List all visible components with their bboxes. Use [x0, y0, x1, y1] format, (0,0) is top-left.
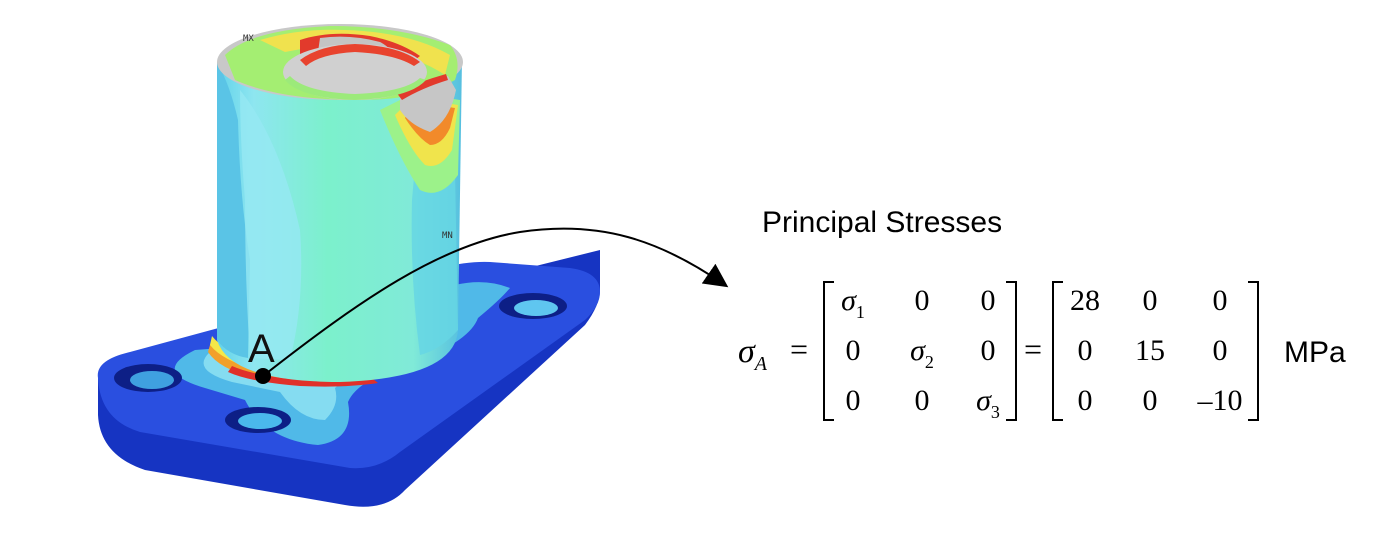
equation-panel: Principal Stresses σA = σ1 0 0 0 σ2 0 0 0 σ3 = 2…	[738, 206, 1346, 422]
leader-arrow	[262, 227, 729, 377]
unit-label: MPa	[1284, 336, 1346, 369]
hole-right-inner	[514, 300, 558, 316]
symbolic-cell-r1c3: 0	[981, 284, 996, 317]
min-marker: MN	[442, 231, 453, 241]
bore-green-edge	[285, 76, 426, 100]
cylinder-patch-left	[217, 62, 250, 358]
hole-left-inner	[130, 371, 174, 389]
hole-front-inner	[238, 413, 282, 429]
numeric-cell-r2c1: 0	[1078, 334, 1093, 367]
cylinder-patch-mid	[240, 90, 302, 360]
symbolic-cell-r1c1: σ1	[841, 284, 865, 322]
max-marker: MX	[243, 34, 254, 44]
numeric-matrix-left-bracket	[1052, 281, 1063, 421]
numeric-matrix-right-bracket	[1248, 281, 1259, 421]
symbolic-cell-r2c2: σ2	[910, 334, 934, 372]
numeric-cell-r1c3: 0	[1213, 284, 1228, 317]
bore-red-edge	[300, 44, 420, 66]
heading: Principal Stresses	[762, 206, 1002, 239]
symbolic-cell-r3c2: 0	[915, 384, 930, 417]
symbolic-matrix-left-bracket	[823, 281, 834, 421]
numeric-matrix: 28 0 0 0 15 0 0 0 –10	[1070, 284, 1243, 417]
fea-model: MX MN A	[97, 24, 601, 507]
lhs-symbol: σA	[738, 333, 768, 375]
numeric-cell-r2c3: 0	[1213, 334, 1228, 367]
numeric-cell-r2c2: 15	[1135, 334, 1165, 367]
symbolic-matrix: σ1 0 0 0 σ2 0 0 0 σ3	[841, 284, 1000, 422]
numeric-cell-r1c1: 28	[1070, 284, 1100, 317]
symbolic-cell-r2c3: 0	[981, 334, 996, 367]
numeric-cell-r3c1: 0	[1078, 384, 1093, 417]
numeric-cell-r3c2: 0	[1143, 384, 1158, 417]
symbolic-cell-r3c3: σ3	[976, 384, 1000, 422]
point-a-label: A	[248, 327, 275, 371]
equals-sign-2: =	[1024, 331, 1042, 367]
numeric-cell-r1c2: 0	[1143, 284, 1158, 317]
top-rim-red-right	[396, 74, 448, 100]
equals-sign-1: =	[790, 331, 808, 367]
symbolic-matrix-right-bracket	[1006, 281, 1017, 421]
numeric-cell-r3c3: –10	[1197, 384, 1243, 417]
symbolic-cell-r2c1: 0	[846, 334, 861, 367]
symbolic-cell-r3c1: 0	[846, 384, 861, 417]
symbolic-cell-r1c2: 0	[915, 284, 930, 317]
